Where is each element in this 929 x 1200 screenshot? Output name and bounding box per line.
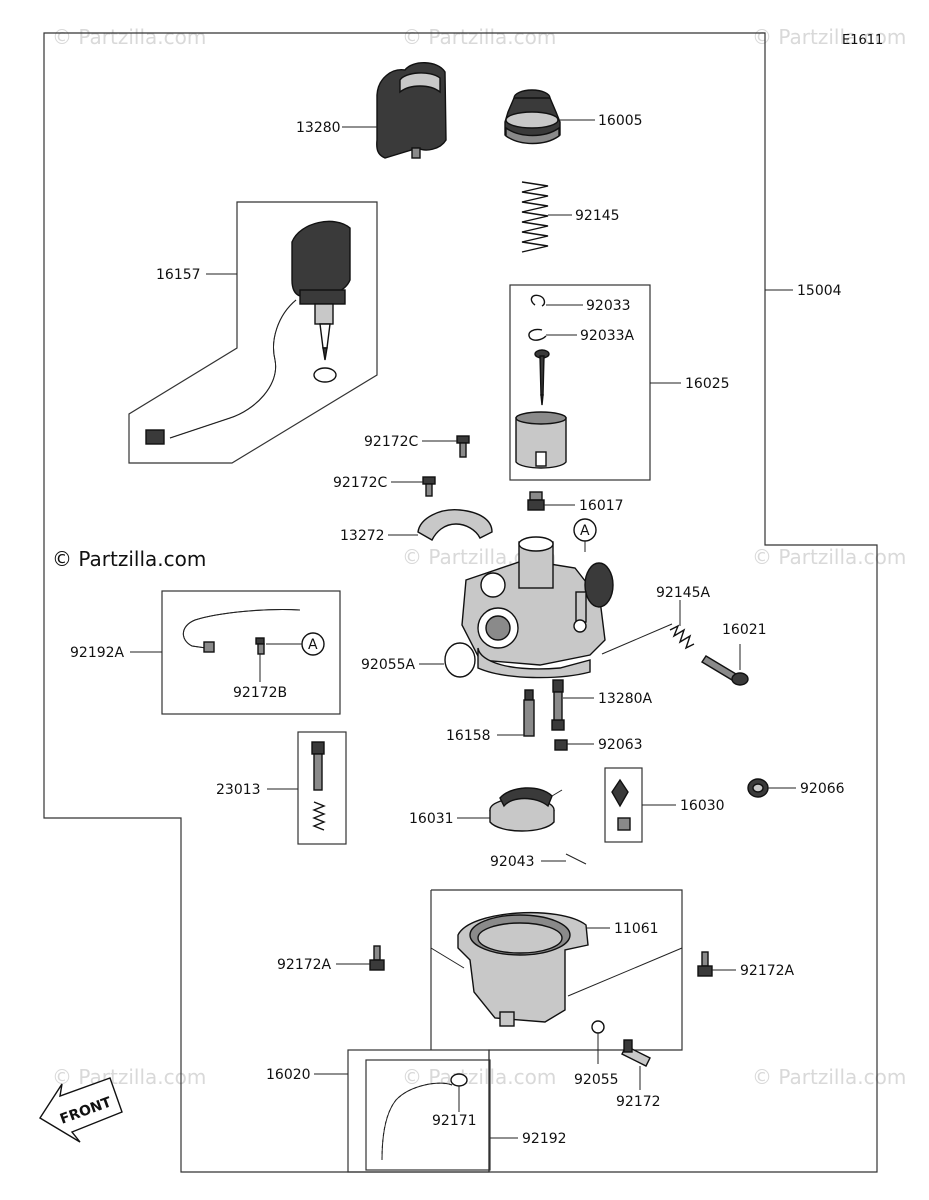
box-92192 bbox=[365, 1059, 491, 1171]
part-label-92172C: 92172C bbox=[364, 434, 419, 450]
part-label-16017: 16017 bbox=[579, 498, 624, 514]
watermark: © Partzilla.com bbox=[752, 1065, 906, 1089]
screw-92172A-drawing bbox=[369, 945, 385, 971]
partzilla-brand-label: © Partzilla.com bbox=[52, 547, 206, 571]
part-label-13272: 13272 bbox=[340, 528, 385, 544]
eclip-92033A-drawing bbox=[528, 328, 547, 341]
watermark: © Partzilla.com bbox=[752, 545, 906, 569]
part-label-92043: 92043 bbox=[490, 854, 535, 870]
box-23013 bbox=[297, 731, 347, 845]
plate-13272-drawing bbox=[417, 509, 493, 541]
watermark: © Partzilla.com bbox=[402, 1065, 556, 1089]
part-label-92172: 92172 bbox=[616, 1094, 661, 1110]
hose-92192-drawing bbox=[381, 1082, 453, 1161]
box-16030 bbox=[604, 767, 643, 843]
watermark: © Partzilla.com bbox=[752, 25, 906, 49]
box-16157 bbox=[128, 201, 378, 464]
washer-92055-drawing bbox=[591, 1020, 605, 1034]
pin-92043-drawing bbox=[565, 853, 587, 865]
callout-a-label: A bbox=[580, 523, 590, 539]
spring-92145A-drawing bbox=[669, 624, 695, 650]
jet-16158-drawing bbox=[523, 689, 535, 737]
part-label-92172A: 92172A bbox=[740, 963, 795, 979]
callout-a-label: A bbox=[308, 637, 318, 653]
float-16031-drawing bbox=[489, 787, 563, 832]
part-label-23013: 23013 bbox=[216, 782, 261, 798]
float-bowl-11061-drawing bbox=[457, 912, 589, 1027]
diagram-code: E1611 bbox=[842, 33, 883, 48]
part-label-16021: 16021 bbox=[722, 622, 767, 638]
part-labels: 13280 16005 92145 15004 16157 92033 9203… bbox=[70, 113, 845, 1147]
callout-a-body: A bbox=[573, 518, 597, 552]
screw-16021-drawing bbox=[701, 655, 749, 686]
choke-23013-drawing bbox=[311, 741, 326, 831]
float-valve-16030-drawing bbox=[611, 778, 631, 831]
callout-a-hose: A bbox=[266, 632, 325, 656]
part-label-16005: 16005 bbox=[598, 113, 643, 129]
jet-16017-drawing bbox=[527, 491, 545, 511]
watermark: © Partzilla.com bbox=[52, 25, 206, 49]
seal-92066-drawing bbox=[747, 778, 769, 798]
box-16020 bbox=[347, 1049, 490, 1173]
starter-16157-drawing bbox=[145, 220, 351, 445]
watermark: © Partzilla.com bbox=[52, 1065, 206, 1089]
slide-drawing bbox=[515, 411, 567, 469]
part-label-16030: 16030 bbox=[680, 798, 725, 814]
part-label-92066: 92066 bbox=[800, 781, 845, 797]
jet-92063-drawing bbox=[554, 739, 568, 751]
boot-16005-drawing bbox=[504, 89, 561, 145]
emulsion-tube-13280A-drawing bbox=[551, 679, 565, 731]
part-label-92063: 92063 bbox=[598, 737, 643, 753]
leader-lines bbox=[130, 119, 796, 1139]
part-label-92033: 92033 bbox=[586, 298, 631, 314]
screw-92172A-drawing bbox=[697, 951, 713, 977]
oring-92055A-drawing bbox=[444, 642, 476, 678]
spring-92145-drawing bbox=[521, 181, 549, 253]
part-label-15004: 15004 bbox=[797, 283, 842, 299]
part-label-16158: 16158 bbox=[446, 728, 491, 744]
part-label-92171: 92171 bbox=[432, 1113, 477, 1129]
hose-92192A-drawing bbox=[182, 608, 301, 653]
part-label-92172B: 92172B bbox=[233, 685, 287, 701]
carburetor-body-drawing bbox=[461, 536, 614, 679]
part-label-13280: 13280 bbox=[296, 120, 341, 136]
part-label-92055A: 92055A bbox=[361, 657, 416, 673]
part-label-92172A: 92172A bbox=[277, 957, 332, 973]
screw-92172C-drawing bbox=[456, 435, 470, 458]
drain-screw-92172-drawing bbox=[621, 1039, 651, 1067]
part-label-92192: 92192 bbox=[522, 1131, 567, 1147]
needle-drawing bbox=[534, 349, 550, 406]
part-label-92145A: 92145A bbox=[656, 585, 711, 601]
screw-92172B-drawing bbox=[255, 637, 265, 655]
part-label-16031: 16031 bbox=[409, 811, 454, 827]
clip-92033-drawing bbox=[530, 294, 546, 307]
part-label-92172C: 92172C bbox=[333, 475, 388, 491]
watermark: © Partzilla.com bbox=[402, 25, 556, 49]
part-label-92055: 92055 bbox=[574, 1072, 619, 1088]
part-label-16025: 16025 bbox=[685, 376, 730, 392]
part-label-11061: 11061 bbox=[614, 921, 659, 937]
part-label-13280A: 13280A bbox=[598, 691, 653, 707]
screw-92172C-drawing bbox=[422, 476, 436, 497]
part-label-92033A: 92033A bbox=[580, 328, 635, 344]
part-label-16157: 16157 bbox=[156, 267, 201, 283]
clamp-92171-drawing bbox=[450, 1073, 468, 1087]
part-label-92192A: 92192A bbox=[70, 645, 125, 661]
cap-13280-drawing bbox=[376, 62, 447, 159]
assembly-outline bbox=[43, 32, 878, 1173]
part-label-92145: 92145 bbox=[575, 208, 620, 224]
part-label-16020: 16020 bbox=[266, 1067, 311, 1083]
